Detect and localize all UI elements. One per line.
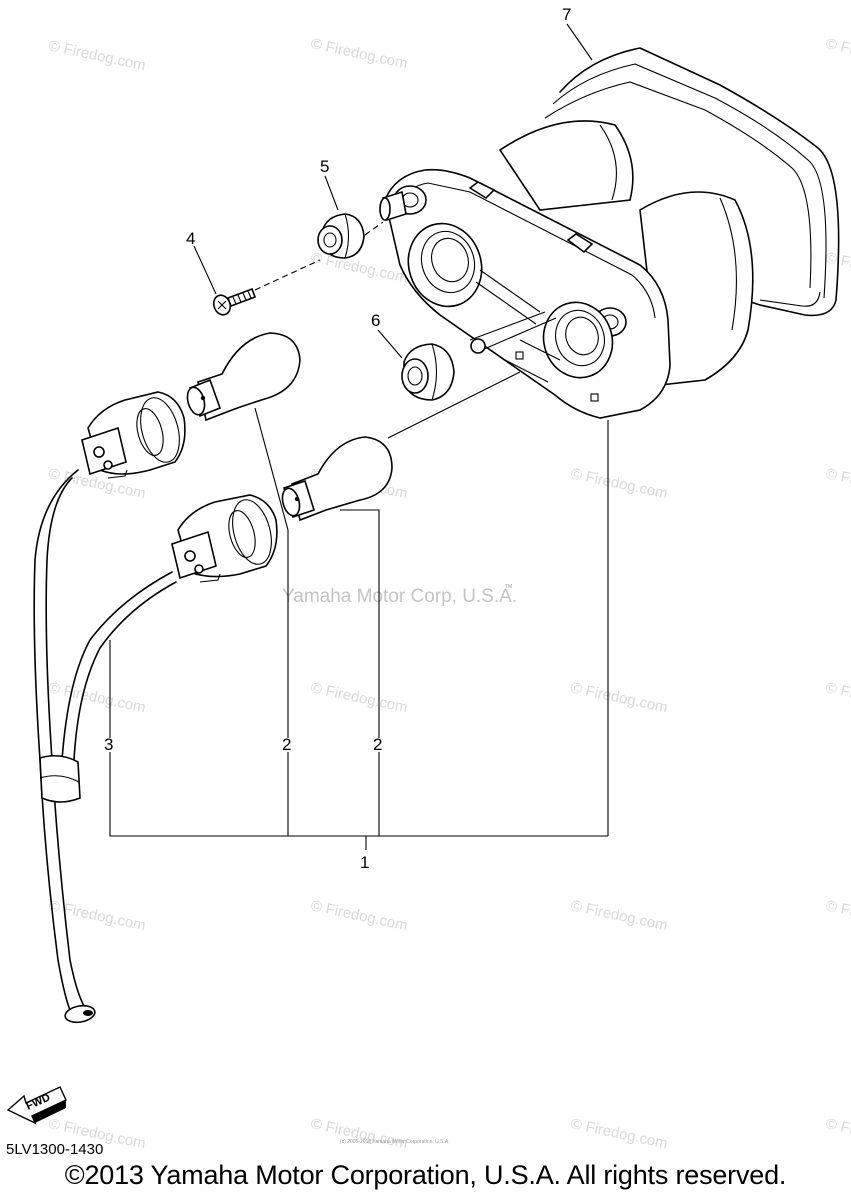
callout-5: 5 — [320, 157, 329, 176]
callout-2-right: 2 — [373, 735, 382, 754]
watermark: © Firedog.com — [47, 897, 147, 934]
copyright-notice: ©2013 Yamaha Motor Corporation, U.S.A. A… — [64, 1160, 787, 1190]
callout-6: 6 — [371, 311, 380, 330]
watermark: © Firedog.com — [309, 1115, 409, 1152]
callout-2-left: 2 — [282, 735, 291, 754]
watermark: © Firedog.com — [824, 679, 851, 716]
callout-4: 4 — [186, 229, 195, 248]
watermark: © Firedog.com — [824, 35, 851, 72]
leader-lines — [109, 23, 609, 850]
watermark: © Firedog.com — [309, 249, 409, 286]
part-3-socket-cord — [33, 391, 278, 1024]
watermark: © Firedog.com — [569, 897, 669, 934]
watermark: © Firedog.com — [569, 465, 669, 502]
callout-7: 7 — [562, 5, 571, 24]
center-watermark: Yamaha Motor Corp, U.S.A. — [282, 586, 517, 607]
part-2-bulb-lower — [281, 436, 393, 522]
housing-stud — [379, 190, 407, 222]
part-5-grommet — [317, 213, 365, 259]
part-6-grommet — [401, 343, 455, 401]
watermark: © Firedog.com — [309, 679, 409, 716]
watermark: © Firedog.com — [569, 679, 669, 716]
watermark: © Firedog.com — [309, 897, 409, 934]
diagram-code: 5LV1300-1430 — [6, 1141, 104, 1158]
watermark: © Firedog.com — [824, 897, 851, 934]
watermark: © Firedog.com — [569, 1115, 669, 1152]
callouts: 7 5 4 6 3 2 2 1 — [104, 5, 571, 872]
tm-mark: TM — [505, 584, 512, 590]
watermark: © Firedog.com — [824, 1115, 851, 1152]
watermark: © Firedog.com — [47, 679, 147, 716]
callout-1: 1 — [360, 853, 369, 872]
watermark: © Firedog.com — [309, 35, 409, 72]
assembly-lines — [254, 221, 521, 439]
tail-light-housing — [384, 168, 671, 419]
part-7-lens — [544, 47, 840, 317]
callout-3: 3 — [104, 735, 113, 754]
part-4-screw — [212, 287, 257, 316]
watermark: © Firedog.com — [824, 465, 851, 502]
part-2-bulb-upper — [186, 332, 301, 422]
tiny-copyright: (c) 2005-2016 Yamaha Motor Corporation, … — [340, 1139, 450, 1145]
watermark: © Firedog.com — [47, 37, 147, 74]
